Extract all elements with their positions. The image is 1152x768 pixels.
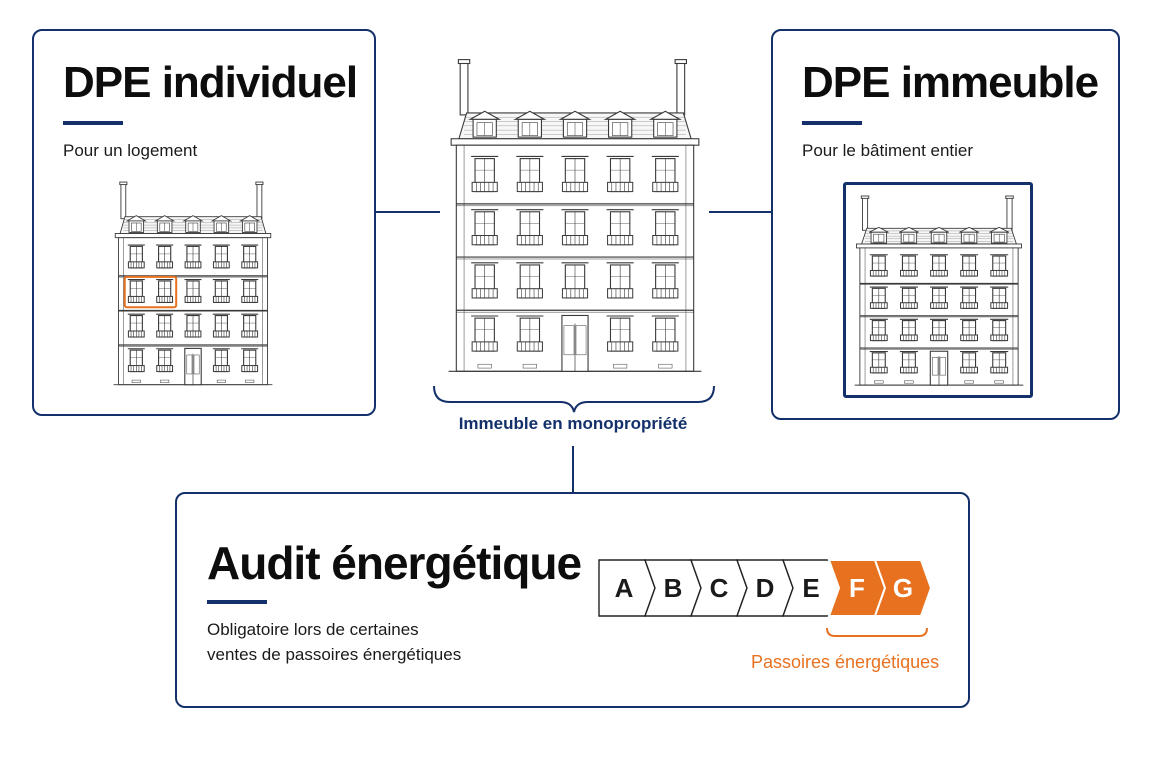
audit-title: Audit énergétique: [207, 537, 582, 589]
accent-rule: [802, 121, 862, 125]
energy-class-label: E: [802, 573, 819, 603]
building-facade-icon: [854, 195, 1024, 386]
connector-down: [572, 446, 574, 492]
energy-class-label: B: [664, 573, 683, 603]
connector-left: [376, 211, 440, 213]
audit-energetique-card: Audit énergétique Obligatoire lors de ce…: [175, 492, 970, 708]
dpe-individuel-title: DPE individuel: [63, 58, 358, 107]
audit-description-line2: ventes de passoires énergétiques: [207, 644, 462, 664]
energy-class-label: D: [756, 573, 775, 603]
building-frame: [843, 182, 1033, 398]
energy-class-label: G: [893, 573, 913, 603]
energy-class-segment: [873, 559, 933, 617]
center-caption: Immeuble en monopropriété: [458, 414, 688, 433]
passoires-bracket: [826, 627, 928, 637]
dpe-individuel-subtitle: Pour un logement: [63, 141, 198, 160]
center-brace: [433, 385, 715, 413]
passoires-label: Passoires énergétiques: [751, 652, 940, 672]
connector-right: [709, 211, 771, 213]
dpe-immeuble-card: DPE immeuble Pour le bâtiment entier: [771, 29, 1120, 420]
building-facade-icon: [448, 59, 702, 372]
dpe-individuel-card: DPE individuel Pour un logement: [32, 29, 376, 416]
audit-description-line1: Obligatoire lors de certaines: [207, 620, 419, 639]
accent-rule: [207, 600, 267, 604]
energy-class-label: A: [615, 573, 634, 603]
audit-description: Obligatoire lors de certaines ventes de …: [207, 618, 461, 667]
building-facade-icon: [113, 181, 273, 386]
dpe-immeuble-title: DPE immeuble: [802, 58, 1099, 107]
accent-rule: [63, 121, 123, 125]
energy-class-label: F: [849, 573, 865, 603]
dpe-immeuble-subtitle: Pour le bâtiment entier: [802, 141, 974, 160]
energy-class-label: C: [710, 573, 729, 603]
